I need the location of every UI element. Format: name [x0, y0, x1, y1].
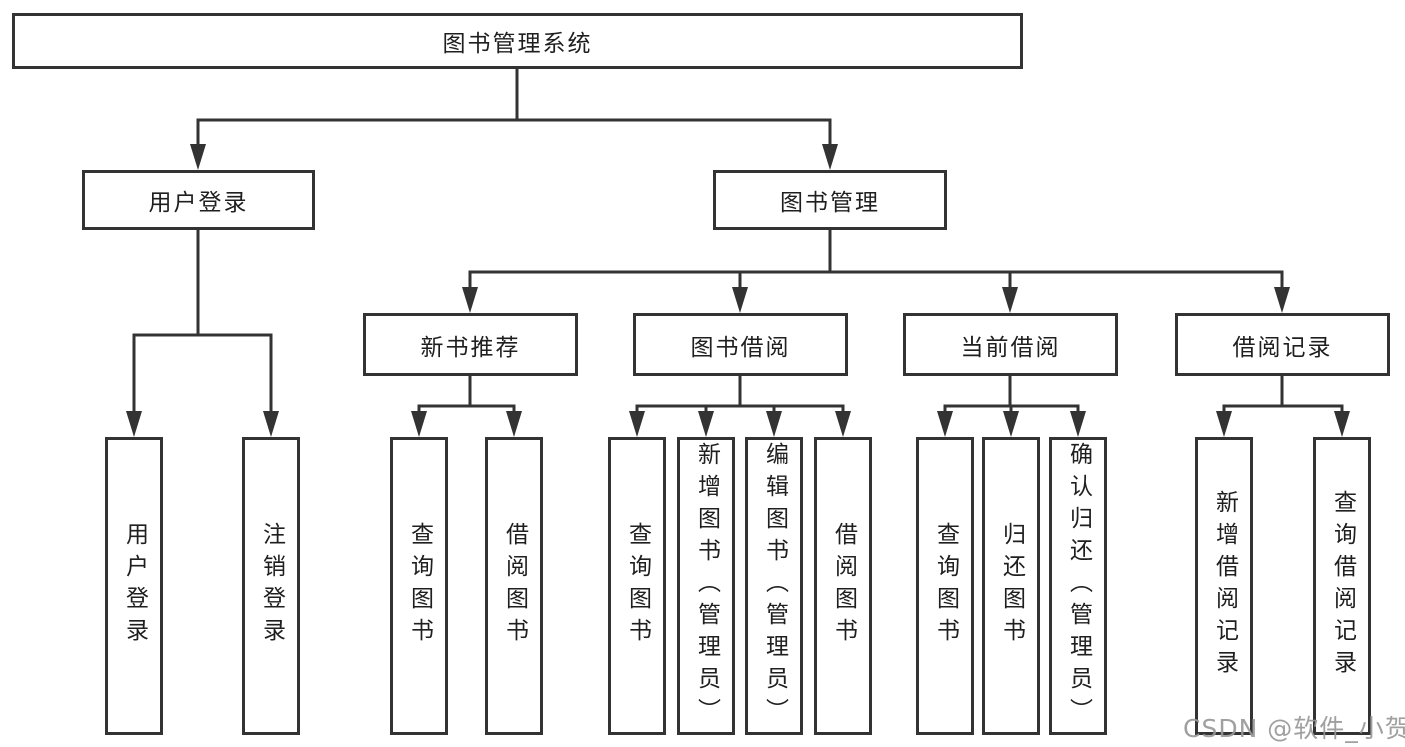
watermark-text: CSDN @软件_小贺同学 — [1183, 714, 1405, 743]
arrowheads — [126, 144, 1350, 437]
leaf-label: 查询图书 — [932, 522, 959, 650]
node-user-login: 用户登录 — [82, 170, 315, 230]
leaf-user-login: 用户登录 — [105, 437, 163, 735]
edge-user-login-rail — [132, 228, 273, 337]
leaf-label: 编辑图书（管理员） — [761, 442, 788, 730]
leaf-label: 归还图书 — [998, 522, 1025, 650]
leaf-logout: 注销登录 — [242, 437, 300, 735]
leaf-cb-return-books: 归还图书 — [982, 437, 1040, 735]
leaf-nb-borrow-books: 借阅图书 — [485, 437, 543, 735]
leaf-label: 新增图书（管理员） — [693, 442, 720, 730]
leaf-bb-query-books: 查询图书 — [608, 437, 666, 735]
leaf-label: 查询图书 — [624, 522, 651, 650]
edge-book-mgmt-rail — [468, 228, 1284, 274]
leaf-label: 确认归还（管理员） — [1065, 442, 1092, 730]
node-root-system: 图书管理系统 — [12, 13, 1023, 69]
leaf-label: 新增借阅记录 — [1211, 490, 1238, 682]
edge-borrow-records-rail — [1222, 374, 1344, 408]
edge-root-rail — [196, 66, 832, 122]
edge-new-book-rail — [417, 374, 516, 408]
leaf-br-add-record: 新增借阅记录 — [1195, 437, 1253, 735]
edge-current-borrow-rail — [943, 374, 1080, 408]
leaf-bb-borrow-books: 借阅图书 — [814, 437, 872, 735]
leaf-label: 查询借阅记录 — [1329, 490, 1356, 682]
edge-book-borrow-rail — [635, 374, 845, 408]
leaf-label: 借阅图书 — [501, 522, 528, 650]
leaf-label: 借阅图书 — [830, 522, 857, 650]
leaf-cb-query-books: 查询图书 — [916, 437, 974, 735]
node-new-book-recommend: 新书推荐 — [363, 313, 578, 376]
node-book-borrow: 图书借阅 — [633, 313, 848, 376]
leaf-bb-add-books-admin: 新增图书（管理员） — [677, 437, 735, 735]
leaf-cb-confirm-return-admin: 确认归还（管理员） — [1049, 437, 1107, 735]
node-book-management: 图书管理 — [713, 170, 947, 230]
node-current-borrow: 当前借阅 — [903, 313, 1118, 376]
leaf-label: 用户登录 — [121, 522, 148, 650]
leaf-label: 注销登录 — [258, 522, 285, 650]
leaf-br-query-record: 查询借阅记录 — [1313, 437, 1371, 735]
leaf-nb-query-books: 查询图书 — [390, 437, 448, 735]
leaf-label: 查询图书 — [406, 522, 433, 650]
node-borrow-records: 借阅记录 — [1175, 313, 1390, 376]
leaf-bb-edit-books-admin: 编辑图书（管理员） — [745, 437, 803, 735]
